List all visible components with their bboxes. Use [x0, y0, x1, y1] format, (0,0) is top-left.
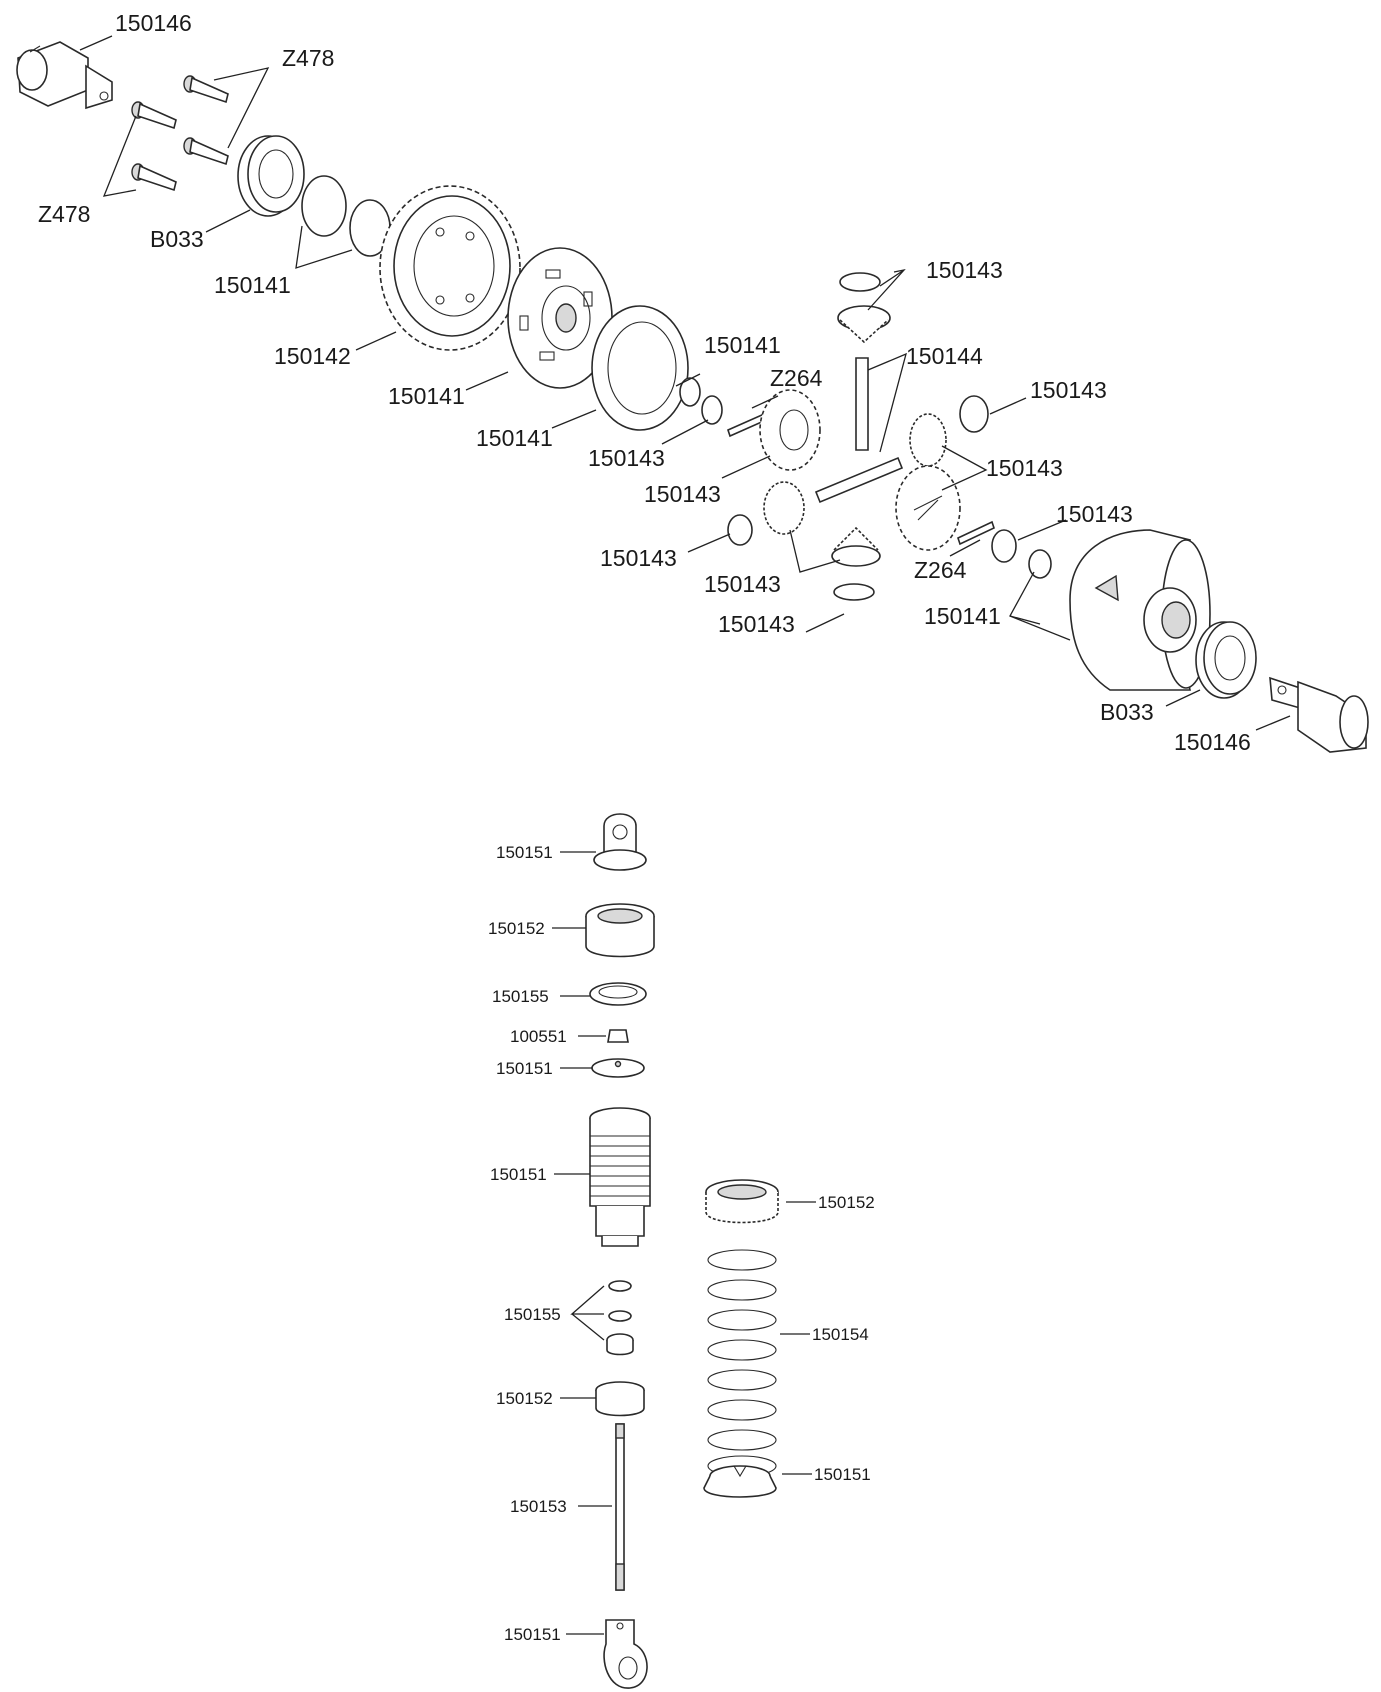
washer-right-2: [991, 529, 1017, 563]
shock-piston: [591, 1058, 645, 1078]
label-150143-large-left: 150143: [644, 481, 721, 507]
shock-o-ring-2: [608, 1310, 632, 1322]
diff-leader-lines: [79, 35, 1291, 731]
screw-z478-2: [131, 101, 177, 130]
label-150143-lower-gears: 150143: [704, 571, 781, 597]
label-z478-top: Z478: [282, 45, 334, 71]
pin-z264-right: [957, 520, 995, 546]
bevel-gear-large-left: [759, 389, 821, 471]
shock-bushing: [606, 1333, 634, 1356]
label-shock-150152-lower: 150152: [496, 1389, 553, 1408]
label-150143-top: 150143: [926, 257, 1003, 283]
cross-shaft-horizontal: [814, 456, 904, 504]
label-150143-bottom-washer: 150143: [718, 611, 795, 637]
spring-retainer: [703, 1465, 777, 1498]
label-z264-left: Z264: [770, 365, 823, 391]
label-shock-150151-top: 150151: [496, 843, 553, 862]
o-ring-small-1: [679, 377, 701, 407]
label-shock-150151-rodend: 150151: [504, 1625, 561, 1644]
label-shock-150155-orings: 150155: [504, 1305, 561, 1324]
shock-nut: [607, 1029, 629, 1043]
label-150146-top: 150146: [115, 10, 192, 36]
label-shock-150151-piston: 150151: [496, 1059, 553, 1078]
shock-o-ring-1: [608, 1280, 632, 1292]
shock-rod-end: [603, 1619, 648, 1689]
spring: [707, 1249, 777, 1477]
washer-lower-left: [727, 514, 753, 546]
label-b033-left: B033: [150, 226, 204, 252]
washer-top: [839, 272, 881, 292]
label-shock-150151-retainer: 150151: [814, 1465, 871, 1484]
label-150143-right-lower: 150143: [1056, 501, 1133, 527]
label-z478-bottom: Z478: [38, 201, 90, 227]
shock-leader-lines: [552, 851, 816, 1635]
bevel-gear-small-bottom: [831, 526, 881, 567]
label-150143-lower-washer: 150143: [600, 545, 677, 571]
label-150143-right-washer: 150143: [1030, 377, 1107, 403]
bearing-b033-left: [237, 135, 305, 217]
shock-cap-nut: [585, 903, 655, 958]
label-shock-150152-top: 150152: [488, 919, 545, 938]
shock-ring: [589, 982, 647, 1006]
label-150144: 150144: [906, 343, 983, 369]
shock-shaft: [615, 1423, 625, 1591]
label-150141-right: 150141: [924, 603, 1001, 629]
bevel-gear-small-right: [909, 413, 947, 467]
screw-z478-1: [183, 75, 229, 104]
outdrive-cup-left: [16, 41, 113, 110]
label-shock-150154: 150154: [812, 1325, 869, 1344]
bevel-gear-small-left: [763, 481, 805, 535]
spring-collar: [705, 1179, 779, 1224]
label-150141-orings: 150141: [214, 272, 291, 298]
o-ring-1: [301, 175, 347, 237]
bevel-gear-small-top: [837, 305, 891, 344]
diff-case: [1069, 529, 1211, 691]
label-150142: 150142: [274, 343, 351, 369]
label-150141-gasket: 150141: [476, 425, 553, 451]
label-150143-right-gears: 150143: [986, 455, 1063, 481]
shock-lower-cap: [595, 1381, 645, 1417]
diff-gasket: [591, 305, 689, 431]
label-shock-150152-collar: 150152: [818, 1193, 875, 1212]
cross-shaft-vertical: [855, 357, 869, 451]
outdrive-cup-right: [1269, 676, 1369, 753]
label-b033-right: B033: [1100, 699, 1154, 725]
label-shock-150151-body: 150151: [490, 1165, 547, 1184]
shock-top-cap: [593, 813, 647, 871]
ring-gear: [379, 185, 521, 351]
label-150141-plate: 150141: [388, 383, 465, 409]
washer-right: [959, 395, 989, 433]
label-shock-150153: 150153: [510, 1497, 567, 1516]
screw-z478-4: [131, 163, 177, 192]
screw-z478-3: [183, 137, 229, 166]
label-150146-bottom: 150146: [1174, 729, 1251, 755]
bearing-b033-right: [1195, 621, 1257, 699]
label-150143-washer-left: 150143: [588, 445, 665, 471]
label-150141-small: 150141: [704, 332, 781, 358]
o-ring-small-2: [1028, 549, 1052, 579]
label-z264-right: Z264: [914, 557, 967, 583]
shock-body: [589, 1107, 651, 1247]
washer-bottom: [833, 583, 875, 601]
washer-1: [701, 395, 723, 425]
bevel-gear-large-right: [895, 465, 961, 551]
label-shock-100551: 100551: [510, 1027, 567, 1046]
label-shock-150155-ring: 150155: [492, 987, 549, 1006]
